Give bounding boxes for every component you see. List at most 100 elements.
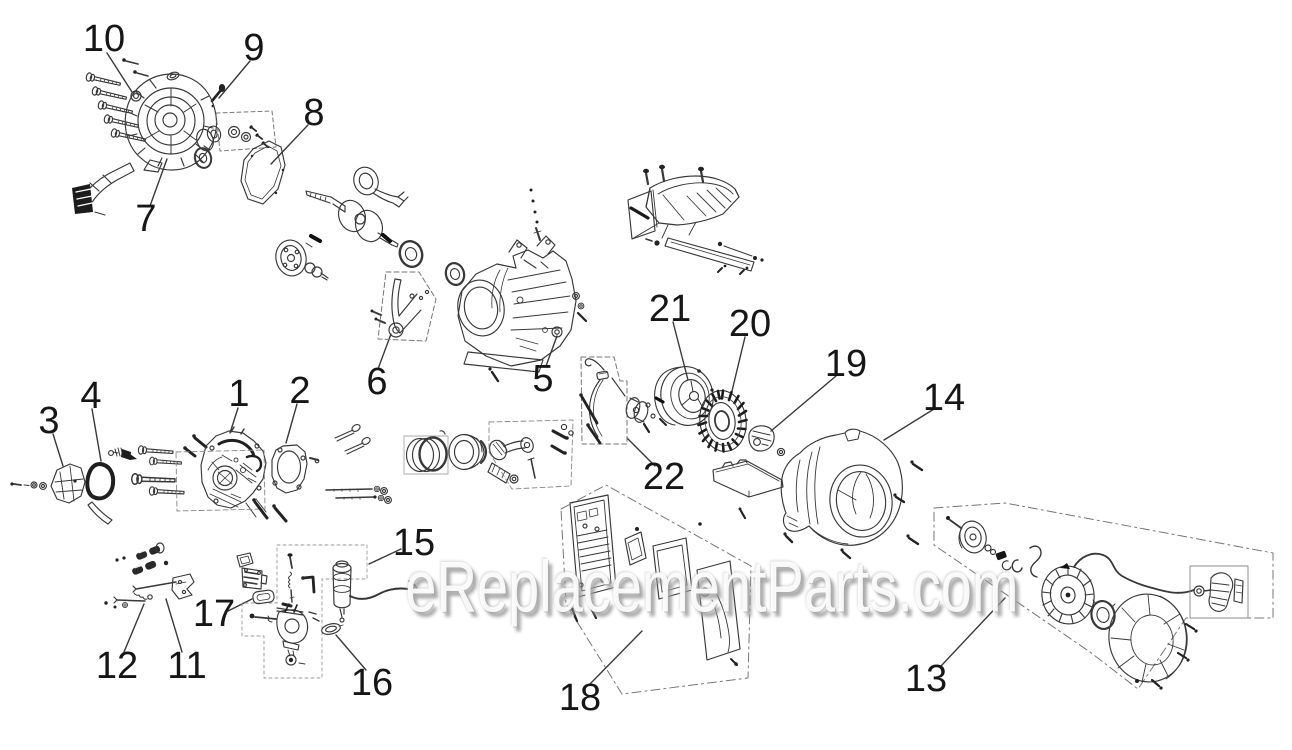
leader-22 bbox=[626, 437, 656, 467]
filter-gasket bbox=[624, 531, 647, 566]
blower-housing bbox=[780, 428, 903, 546]
recoil-dashed-box bbox=[933, 502, 1274, 690]
block-side-washers bbox=[551, 292, 588, 338]
callout-11: 11 bbox=[167, 645, 207, 687]
oil-seal bbox=[444, 262, 466, 286]
leader-20 bbox=[731, 336, 746, 392]
callout-20: 20 bbox=[728, 303, 772, 345]
leader-7 bbox=[149, 158, 168, 207]
leader-16 bbox=[335, 634, 367, 671]
head-studs-dark bbox=[252, 498, 288, 523]
fuel-line bbox=[349, 580, 418, 600]
callout-8: 8 bbox=[303, 92, 325, 134]
piston-rings bbox=[405, 430, 448, 473]
carburetor-body bbox=[276, 602, 309, 666]
recoil-screw bbox=[946, 516, 962, 529]
callout-1: 1 bbox=[228, 373, 250, 415]
air-filter-group bbox=[560, 484, 752, 695]
callout-9: 9 bbox=[243, 27, 265, 69]
panel-bolts bbox=[643, 164, 705, 186]
leader-3 bbox=[52, 433, 64, 467]
block-studs-dots bbox=[529, 188, 542, 241]
ring-gear-20 bbox=[697, 389, 748, 453]
callout-16: 16 bbox=[350, 662, 394, 704]
housing-bolts bbox=[635, 460, 924, 560]
governor-rods bbox=[104, 581, 177, 609]
leader-12 bbox=[123, 603, 145, 653]
bowl-gasket-16 bbox=[321, 623, 344, 635]
head-bolts bbox=[130, 434, 208, 498]
coil-bolts-dark bbox=[579, 393, 602, 445]
cover-gasket-8 bbox=[240, 140, 286, 205]
crankshaft bbox=[305, 190, 399, 248]
callout-17: 17 bbox=[192, 593, 236, 635]
camshaft bbox=[275, 234, 329, 281]
callout-6: 6 bbox=[366, 361, 388, 403]
filter-back-plate bbox=[569, 494, 617, 623]
ignition-coil-group bbox=[579, 356, 656, 445]
fuel-cup-assembly bbox=[332, 560, 352, 623]
choke-body bbox=[241, 567, 268, 590]
crankcase-cover bbox=[124, 73, 218, 173]
flywheel-group bbox=[560, 366, 786, 526]
mount-tray bbox=[645, 237, 764, 275]
recoil-housing bbox=[1108, 593, 1198, 690]
cylinder-block bbox=[457, 235, 577, 383]
head-dashed-box bbox=[175, 449, 266, 512]
leader-21 bbox=[672, 321, 689, 381]
starter-pulley bbox=[958, 520, 987, 554]
carb-inlet bbox=[301, 575, 320, 622]
carburetor-group bbox=[236, 544, 418, 679]
leader-18 bbox=[588, 630, 643, 686]
leader-14 bbox=[883, 408, 935, 441]
crankshaft-group bbox=[275, 166, 466, 286]
valve-bolts bbox=[334, 424, 371, 455]
callout-18: 18 bbox=[558, 677, 602, 719]
starter-handle bbox=[1193, 572, 1244, 612]
balancer bbox=[353, 166, 409, 208]
leader-2 bbox=[285, 403, 298, 444]
leader-9 bbox=[218, 60, 251, 99]
callout-15: 15 bbox=[392, 522, 436, 564]
handle-box bbox=[1189, 565, 1249, 619]
engine-bracket-6 bbox=[370, 271, 437, 342]
leader-11 bbox=[165, 598, 183, 653]
piston bbox=[448, 433, 488, 471]
insulator-17 bbox=[252, 589, 275, 605]
rope-rotor bbox=[1041, 563, 1095, 625]
panel-body bbox=[627, 175, 740, 240]
tank-panel-group bbox=[627, 164, 764, 275]
callout-4: 4 bbox=[80, 375, 102, 417]
air-filter-dashed-box bbox=[560, 484, 752, 695]
callout-5: 5 bbox=[532, 358, 554, 400]
cover-screws bbox=[10, 481, 47, 490]
leader-1 bbox=[229, 407, 239, 434]
head-gasket-2 bbox=[271, 444, 320, 494]
cylinder-head bbox=[200, 426, 267, 518]
leader-15 bbox=[368, 548, 402, 565]
callout-10: 10 bbox=[82, 18, 126, 60]
callout-22: 22 bbox=[642, 456, 686, 498]
small-top-screws bbox=[122, 58, 149, 77]
coil-dashed-box bbox=[580, 356, 628, 445]
leader-8 bbox=[270, 124, 309, 165]
main-bearing bbox=[398, 239, 424, 269]
leader-10 bbox=[106, 52, 133, 93]
flywheel-21 bbox=[560, 366, 714, 436]
callout-14: 14 bbox=[922, 377, 966, 419]
filter-cover bbox=[696, 560, 741, 666]
callout-7: 7 bbox=[135, 198, 157, 240]
leader-4 bbox=[91, 408, 102, 462]
choke-gasket bbox=[236, 552, 254, 568]
ignition-coil bbox=[625, 397, 656, 434]
long-studs bbox=[325, 485, 392, 504]
crankcase-cover-group bbox=[72, 58, 286, 216]
rod-bolts-dark bbox=[550, 429, 569, 455]
carb-screw bbox=[249, 613, 277, 623]
bearing-rings bbox=[193, 125, 222, 169]
carb-dashed-box bbox=[241, 544, 368, 679]
spark-plug bbox=[108, 447, 137, 460]
piston-rod-group bbox=[325, 419, 574, 504]
seal-kit-box bbox=[215, 110, 277, 152]
